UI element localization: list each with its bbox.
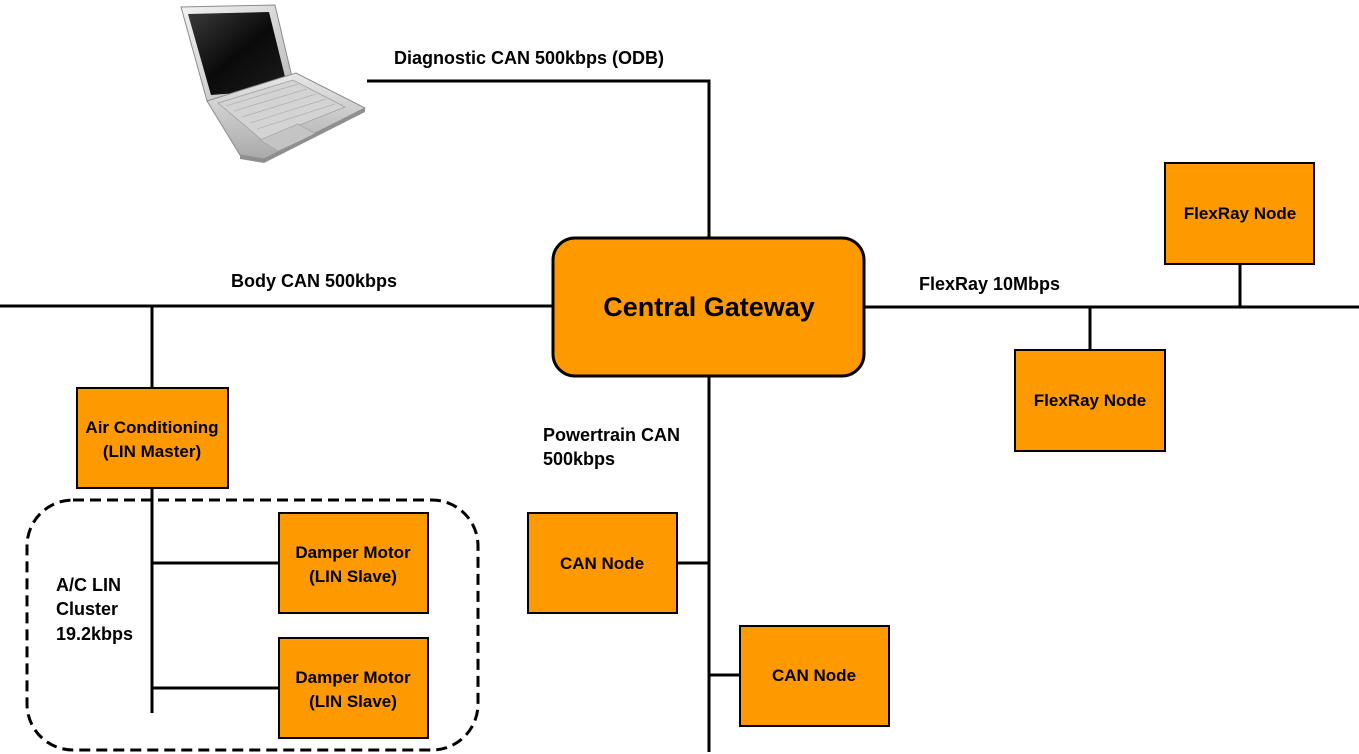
- can-node-2[interactable]: CAN Node: [739, 625, 890, 727]
- lin-cluster-label-line1: A/C LIN: [56, 575, 121, 595]
- flexray-label: FlexRay 10Mbps: [919, 274, 1060, 294]
- can-node-1[interactable]: CAN Node: [527, 512, 678, 614]
- damper-motor-node-1[interactable]: Damper Motor (LIN Slave): [278, 512, 429, 614]
- flexray-node-2-box: [1014, 349, 1166, 452]
- central-gateway[interactable]: Central Gateway: [551, 236, 866, 378]
- flexray-node-1-box: [1164, 162, 1315, 265]
- flexray-node-1[interactable]: FlexRay Node: [1164, 162, 1315, 265]
- damper-motor-1-role: (LIN Slave): [309, 567, 397, 586]
- damper-motor-1-box: [278, 512, 429, 614]
- air-conditioning-role: (LIN Master): [103, 442, 201, 461]
- flexray-node-2-label: FlexRay Node: [1034, 391, 1146, 410]
- air-conditioning-label: Air Conditioning: [85, 418, 218, 437]
- damper-motor-2-role: (LIN Slave): [309, 692, 397, 711]
- damper-motor-node-2[interactable]: Damper Motor (LIN Slave): [278, 637, 429, 739]
- diagnostic-can-line: [367, 79, 711, 238]
- can-node-1-box: [527, 512, 678, 614]
- central-gateway-label: Central Gateway: [603, 292, 815, 322]
- lin-cluster-label-line2: Cluster: [56, 599, 118, 619]
- lin-cluster-label-line3: 19.2kbps: [56, 624, 133, 644]
- can-node-2-label: CAN Node: [772, 666, 856, 685]
- body-can-label: Body CAN 500kbps: [231, 271, 397, 291]
- damper-motor-2-box: [278, 637, 429, 739]
- lin-cluster-border: [25, 498, 480, 752]
- laptop-icon: [180, 4, 367, 163]
- flexray-node-2[interactable]: FlexRay Node: [1014, 349, 1166, 452]
- air-conditioning-node[interactable]: Air Conditioning (LIN Master): [76, 387, 229, 489]
- can-node-2-box: [739, 625, 890, 727]
- damper-motor-2-label: Damper Motor: [295, 668, 411, 687]
- air-conditioning-box: [76, 387, 229, 489]
- central-gateway-box: [551, 236, 866, 378]
- can-node-1-label: CAN Node: [560, 554, 644, 573]
- powertrain-can-label-line1: Powertrain CAN: [543, 425, 680, 445]
- diagnostic-can-label: Diagnostic CAN 500kbps (ODB): [394, 48, 664, 68]
- flexray-node-1-label: FlexRay Node: [1184, 204, 1296, 223]
- powertrain-can-label-line2: 500kbps: [543, 449, 615, 469]
- bus-lines: [0, 79, 1359, 752]
- damper-motor-1-label: Damper Motor: [295, 543, 411, 562]
